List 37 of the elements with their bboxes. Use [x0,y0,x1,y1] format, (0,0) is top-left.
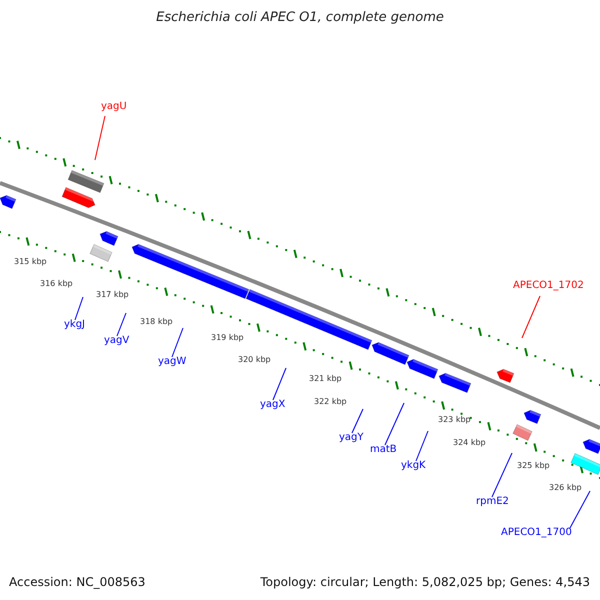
scale-label: 320 kbp [238,356,271,364]
leader-line [570,490,590,528]
scale-label: 321 kbp [309,375,342,383]
leader-line [272,368,286,400]
leader-line [492,452,512,498]
gene-label: APECO1_1702 [513,281,584,291]
gene-label: rpmE2 [476,497,509,507]
leader-line [74,296,84,320]
gene-label: APECO1_1700 [501,528,572,538]
footnote: Topology: circular; Length: 5,082,025 bp; Genes: 4,543 [260,576,590,588]
leader-line [94,116,106,160]
scale-label: 322 kbp [314,398,347,406]
scale-label: 323 kbp [438,416,471,424]
gene-label: yagW [158,357,186,367]
title: Escherichia coli APEC O1, complete genome [155,11,445,24]
gene-label: ykgJ [64,320,86,330]
scale-label: 316 kbp [40,280,73,288]
scale-label: 324 kbp [453,439,486,447]
scale-label: 315 kbp [14,258,47,266]
leader-line [116,312,126,336]
leader-line [416,430,428,462]
scale-label: 318 kbp [140,318,173,326]
gene-label: yagY [339,433,364,443]
leader-line [384,402,404,446]
footnote: Accession: NC_008563 [9,576,146,588]
scale-label: 325 kbp [517,462,550,470]
leader-line [172,328,184,358]
gene-label: yagU [101,102,127,112]
leader-line [522,296,540,338]
gene-label: ykgK [401,461,426,471]
gene-label: yagV [104,336,130,346]
leader-line [352,408,364,434]
gene-label: matB [370,445,397,455]
gene-label: yagX [260,400,286,410]
scale-label: 319 kbp [211,334,244,342]
scale-label: 317 kbp [96,291,129,299]
scale-label: 326 kbp [549,484,582,492]
